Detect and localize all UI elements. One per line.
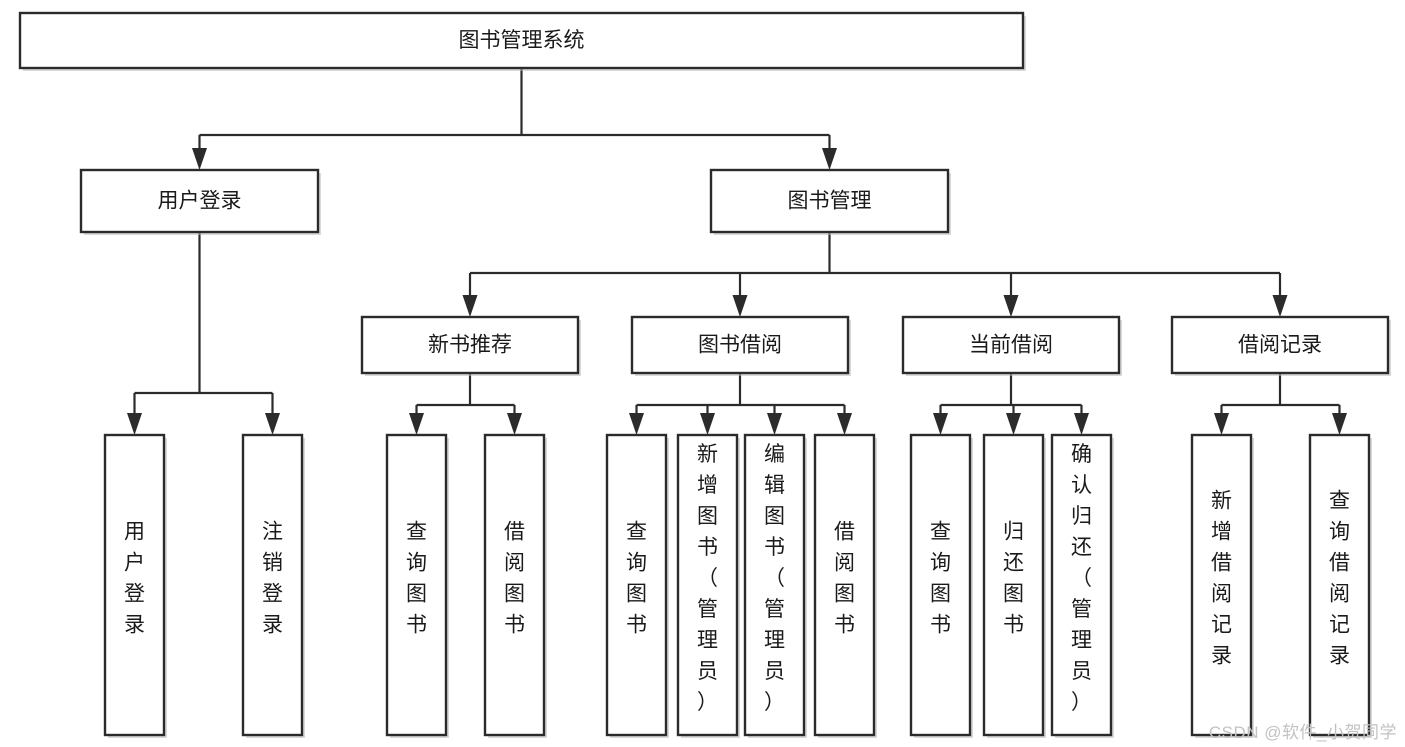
- node-l2-1[interactable]: 图书管理: [709, 168, 951, 235]
- connector-group: [462, 232, 1288, 317]
- node-lf-1[interactable]: 注销登录: [241, 433, 305, 738]
- node-l3-1[interactable]: 图书借阅: [630, 315, 851, 376]
- node-box[interactable]: [630, 315, 850, 375]
- node-lf-0[interactable]: 用户登录: [103, 433, 167, 738]
- connector-group: [629, 373, 852, 435]
- connector-group: [127, 232, 280, 435]
- node-label: 确认归还（管理员）: [1071, 443, 1092, 714]
- arrow-head-icon: [265, 413, 280, 435]
- node-box[interactable]: [103, 433, 166, 737]
- node-layer: 图书管理系统用户登录图书管理新书推荐图书借阅当前借阅借阅记录用户登录注销登录查询…: [18, 11, 1391, 738]
- arrow-head-icon: [1332, 413, 1347, 435]
- node-box[interactable]: [982, 433, 1045, 737]
- arrow-head-icon: [409, 413, 424, 435]
- node-root[interactable]: 图书管理系统: [18, 11, 1026, 71]
- node-label: 查询借阅记录: [1329, 490, 1350, 668]
- node-label: 借阅图书: [834, 521, 855, 637]
- node-lf-5[interactable]: 新增图书（管理员）: [676, 433, 740, 738]
- node-box[interactable]: [1308, 433, 1371, 737]
- arrow-head-icon: [933, 413, 948, 435]
- connector-group: [1214, 373, 1347, 435]
- node-label: 新书推荐: [428, 334, 512, 357]
- node-label: 借阅图书: [504, 521, 525, 637]
- node-box[interactable]: [1170, 315, 1390, 375]
- arrow-head-icon: [507, 413, 522, 435]
- node-box[interactable]: [18, 11, 1025, 70]
- node-label: 编辑图书（管理员）: [764, 443, 785, 714]
- node-label: 归还图书: [1003, 521, 1024, 637]
- node-box[interactable]: [709, 168, 950, 234]
- node-label: 用户登录: [124, 521, 145, 637]
- connector-group: [192, 68, 837, 170]
- arrow-head-icon: [700, 413, 715, 435]
- node-box[interactable]: [743, 433, 806, 737]
- node-box[interactable]: [241, 433, 304, 737]
- node-box[interactable]: [909, 433, 972, 737]
- node-label: 图书管理系统: [459, 29, 585, 52]
- node-label: 图书借阅: [698, 334, 782, 357]
- watermark-text: CSDN @软件_小贺同学: [1208, 723, 1397, 742]
- node-lf-10[interactable]: 确认归还（管理员）: [1050, 433, 1114, 738]
- node-label: 查询图书: [930, 521, 951, 637]
- node-l3-3[interactable]: 借阅记录: [1170, 315, 1391, 376]
- node-l3-2[interactable]: 当前借阅: [901, 315, 1122, 376]
- arrow-head-icon: [1074, 413, 1089, 435]
- arrow-head-icon: [767, 413, 782, 435]
- node-lf-6[interactable]: 编辑图书（管理员）: [743, 433, 807, 738]
- arrow-head-icon: [629, 413, 644, 435]
- node-box[interactable]: [1190, 433, 1253, 737]
- node-label: 用户登录: [158, 190, 242, 213]
- node-box[interactable]: [901, 315, 1121, 375]
- node-label: 查询图书: [626, 521, 647, 637]
- node-l2-0[interactable]: 用户登录: [79, 168, 321, 235]
- connector-group: [409, 373, 522, 435]
- arrow-head-icon: [822, 148, 837, 170]
- node-label: 新增借阅记录: [1211, 490, 1232, 668]
- node-label: 当前借阅: [969, 334, 1053, 357]
- node-box[interactable]: [605, 433, 668, 737]
- node-box[interactable]: [676, 433, 739, 737]
- node-box[interactable]: [1050, 433, 1113, 737]
- node-box[interactable]: [360, 315, 580, 375]
- node-lf-11[interactable]: 新增借阅记录: [1190, 433, 1254, 738]
- node-box[interactable]: [813, 433, 876, 737]
- arrow-head-icon: [837, 413, 852, 435]
- arrow-head-icon: [462, 295, 478, 317]
- connector-group: [933, 373, 1089, 435]
- node-box[interactable]: [385, 433, 448, 737]
- node-lf-9[interactable]: 归还图书: [982, 433, 1046, 738]
- arrow-head-icon: [732, 295, 748, 317]
- arrow-head-icon: [1006, 413, 1021, 435]
- node-lf-3[interactable]: 借阅图书: [483, 433, 547, 738]
- node-lf-2[interactable]: 查询图书: [385, 433, 449, 738]
- arrow-head-icon: [192, 148, 207, 170]
- node-l3-0[interactable]: 新书推荐: [360, 315, 581, 376]
- node-lf-8[interactable]: 查询图书: [909, 433, 973, 738]
- connector-layer: [127, 68, 1347, 435]
- node-label: 图书管理: [788, 190, 872, 213]
- node-label: 新增图书（管理员）: [697, 443, 718, 714]
- node-lf-12[interactable]: 查询借阅记录: [1308, 433, 1372, 738]
- arrow-head-icon: [1272, 295, 1288, 317]
- node-box[interactable]: [483, 433, 546, 737]
- arrow-head-icon: [1214, 413, 1229, 435]
- node-lf-4[interactable]: 查询图书: [605, 433, 669, 738]
- node-box[interactable]: [79, 168, 320, 234]
- node-label: 借阅记录: [1238, 334, 1322, 357]
- arrow-head-icon: [1003, 295, 1019, 317]
- node-lf-7[interactable]: 借阅图书: [813, 433, 877, 738]
- node-label: 查询图书: [406, 521, 427, 637]
- arrow-head-icon: [127, 413, 142, 435]
- node-label: 注销登录: [262, 521, 283, 637]
